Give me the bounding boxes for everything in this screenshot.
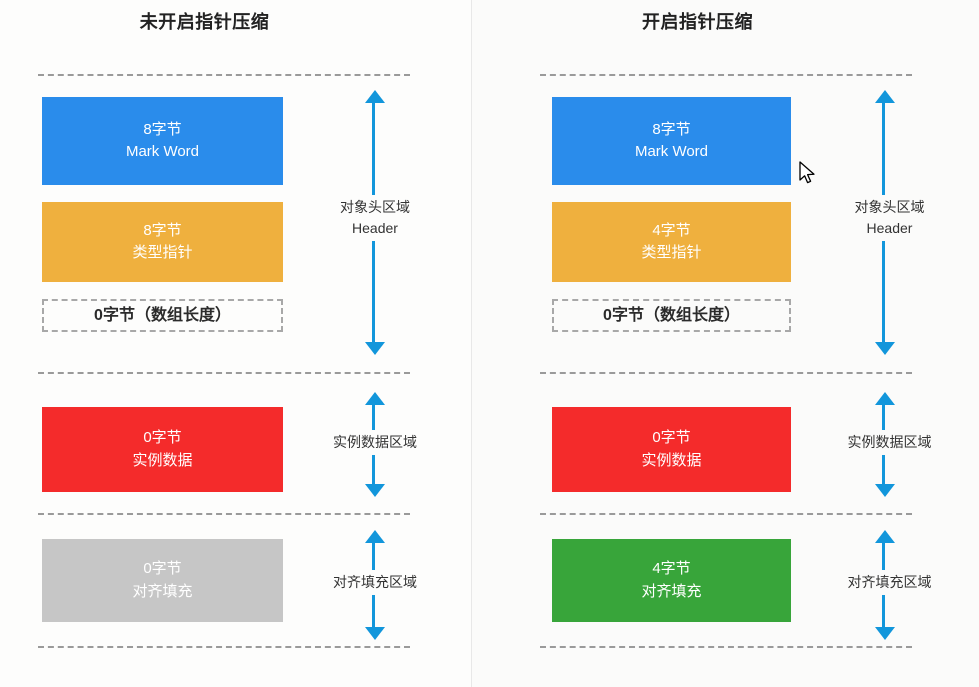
rule-padding-bottom	[38, 646, 410, 648]
block-size: 4字节	[652, 221, 691, 239]
block-size: 8字节	[652, 120, 691, 138]
arrow-up-icon	[875, 392, 895, 405]
block-label: 实例数据	[641, 451, 702, 469]
region-label-instance-data: 实例数据区域	[802, 430, 977, 455]
region-padding: 对齐填充区域	[802, 530, 977, 640]
arrow-down-icon	[875, 342, 895, 355]
arrow-down-icon	[365, 342, 385, 355]
arrow-down-icon	[875, 627, 895, 640]
arrow-up-icon	[365, 90, 385, 103]
region-label-header: 对象头区域 Header	[300, 195, 450, 241]
arrow-down-icon	[875, 484, 895, 497]
arrow-up-icon	[365, 530, 385, 543]
block-instance-data[interactable]: 0字节 实例数据	[42, 407, 283, 492]
panel-title-right: 开启指针压缩	[642, 12, 753, 32]
block-array-length[interactable]: 0字节（数组长度）	[552, 299, 791, 332]
block-size: 0字节（数组长度）	[94, 306, 231, 324]
block-size: 8字节	[143, 120, 182, 138]
block-label: 对齐填充	[641, 582, 702, 600]
block-size: 0字节	[652, 429, 691, 446]
block-label: 对齐填充	[132, 582, 193, 600]
block-label: Mark Word	[125, 143, 200, 160]
block-padding[interactable]: 4字节 对齐填充	[552, 539, 791, 622]
region-label-line1: 对齐填充区域	[333, 574, 417, 590]
rule-data-bottom	[540, 513, 912, 515]
panel-title-left: 未开启指针压缩	[139, 12, 270, 32]
block-padding[interactable]: 0字节 对齐填充	[42, 539, 283, 622]
region-label-padding: 对齐填充区域	[300, 570, 450, 595]
region-instance-data: 实例数据区域	[300, 392, 450, 497]
arrow-up-icon	[365, 392, 385, 405]
block-mark-word[interactable]: 8字节 Mark Word	[552, 97, 791, 185]
block-instance-data[interactable]: 0字节 实例数据	[552, 407, 791, 492]
block-array-length[interactable]: 0字节（数组长度）	[42, 299, 283, 332]
region-label-line1: 实例数据区域	[333, 434, 417, 450]
block-mark-word[interactable]: 8字节 Mark Word	[42, 97, 283, 185]
region-header: 对象头区域 Header	[802, 90, 977, 355]
panel-no-compressed-oops: 未开启指针压缩 8字节 Mark Word 8字节 类型指针 0字节（数组长度）…	[0, 0, 471, 687]
region-label-line2: Header	[866, 220, 913, 236]
rule-header-bottom	[38, 372, 410, 374]
region-label-line1: 实例数据区域	[847, 434, 932, 450]
region-label-line2: Header	[352, 220, 398, 236]
block-label: 类型指针	[132, 244, 193, 261]
rule-data-bottom	[38, 513, 410, 515]
panel-divider	[471, 0, 472, 687]
arrow-up-icon	[875, 530, 895, 543]
block-label: 类型指针	[641, 244, 702, 261]
arrow-up-icon	[875, 90, 895, 103]
region-label-instance-data: 实例数据区域	[300, 430, 450, 455]
arrow-down-icon	[365, 484, 385, 497]
region-instance-data: 实例数据区域	[802, 392, 977, 497]
block-size: 0字节	[143, 429, 182, 446]
region-label-line1: 对齐填充区域	[847, 574, 932, 590]
region-label-line1: 对象头区域	[340, 199, 410, 215]
region-label-padding: 对齐填充区域	[802, 570, 977, 595]
block-label: Mark Word	[634, 143, 709, 160]
arrow-down-icon	[365, 627, 385, 640]
block-type-pointer[interactable]: 4字节 类型指针	[552, 202, 791, 282]
rule-header-top	[540, 74, 912, 76]
block-size: 0字节	[143, 560, 182, 577]
region-label-header: 对象头区域 Header	[802, 195, 977, 241]
block-label: 实例数据	[132, 451, 193, 469]
rule-header-top	[38, 74, 410, 76]
block-type-pointer[interactable]: 8字节 类型指针	[42, 202, 283, 282]
block-size: 4字节	[652, 560, 691, 577]
region-header: 对象头区域 Header	[300, 90, 450, 355]
region-padding: 对齐填充区域	[300, 530, 450, 640]
block-size: 8字节	[143, 221, 182, 239]
region-label-line1: 对象头区域	[854, 199, 925, 215]
rule-header-bottom	[540, 372, 912, 374]
panel-compressed-oops: 开启指针压缩 8字节 Mark Word 4字节 类型指针 0字节（数组长度） …	[472, 0, 979, 687]
block-size: 0字节（数组长度）	[603, 306, 740, 324]
rule-padding-bottom	[540, 646, 912, 648]
